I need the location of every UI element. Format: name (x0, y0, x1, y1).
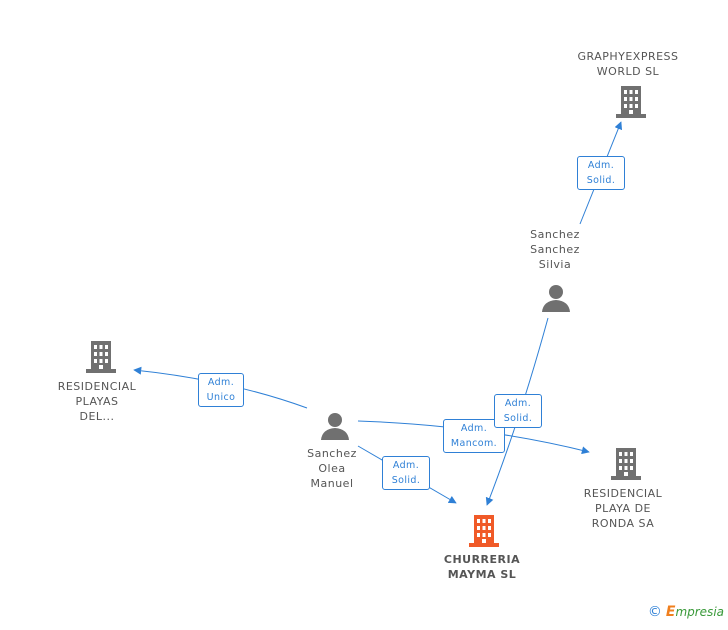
label-line: PLAYA DE (595, 502, 651, 515)
brand-initial: E (665, 604, 676, 620)
person-icon[interactable] (320, 412, 350, 440)
building-icon[interactable] (86, 339, 116, 373)
label-line: GRAPHYEXPRESS (577, 50, 679, 63)
label-line: RONDA SA (591, 517, 655, 530)
label-line: Sanchez (530, 228, 580, 241)
label-line: Sanchez (530, 243, 580, 256)
company-label-residencial-ronda[interactable]: RESIDENCIAL PLAYA DE RONDA SA (573, 486, 673, 531)
edge-label-line: Adm. (504, 398, 532, 409)
edge-label-silvia-churreria: Adm. Solid. (494, 394, 542, 428)
label-line: MAYMA SL (447, 568, 517, 581)
label-line: CHURRERIA (443, 553, 521, 566)
label-line: Silvia (538, 258, 572, 271)
edge-label-line: Mancom. (450, 438, 498, 449)
company-label-residencial-playas[interactable]: RESIDENCIAL PLAYAS DEL... (47, 379, 147, 424)
label-line: Sanchez (307, 447, 357, 460)
edge-label-line: Adm. (460, 423, 488, 434)
label-line: Manuel (310, 477, 354, 490)
edge-label-line: Adm. (207, 377, 235, 388)
company-label-churreria[interactable]: CHURRERIA MAYMA SL (432, 552, 532, 582)
label-line: WORLD SL (596, 65, 660, 78)
company-label-graphyexpress[interactable]: GRAPHYEXPRESS WORLD SL (568, 49, 688, 79)
edge-label-line: Adm. (392, 460, 420, 471)
building-icon[interactable] (616, 84, 646, 118)
edge-label-silvia-graphyexpress: Adm. Solid. (577, 156, 625, 190)
label-line: RESIDENCIAL (57, 380, 137, 393)
person-icon[interactable] (541, 284, 571, 312)
label-line: PLAYAS (75, 395, 119, 408)
brand-watermark: ©Empresia (648, 604, 724, 620)
edge-label-manuel-residencial-playas: Adm. Unico (198, 373, 244, 407)
building-icon[interactable] (611, 446, 641, 480)
edge-label-line: Unico (206, 392, 236, 403)
label-line: RESIDENCIAL (583, 487, 663, 500)
copyright-symbol: © (647, 604, 662, 620)
person-label-silvia[interactable]: Sanchez Sanchez Silvia (505, 227, 605, 272)
edge-label-line: Adm. (587, 160, 615, 171)
edge-label-manuel-churreria: Adm. Solid. (382, 456, 430, 490)
focus-building-icon[interactable] (469, 513, 499, 547)
edge-label-line: Solid. (503, 413, 533, 424)
brand-name: mpresia (675, 605, 724, 619)
label-line: Olea (318, 462, 346, 475)
person-label-manuel[interactable]: Sanchez Olea Manuel (282, 446, 382, 491)
label-line: DEL... (79, 410, 115, 423)
edge-label-line: Solid. (586, 175, 616, 186)
edge-label-line: Solid. (391, 475, 421, 486)
